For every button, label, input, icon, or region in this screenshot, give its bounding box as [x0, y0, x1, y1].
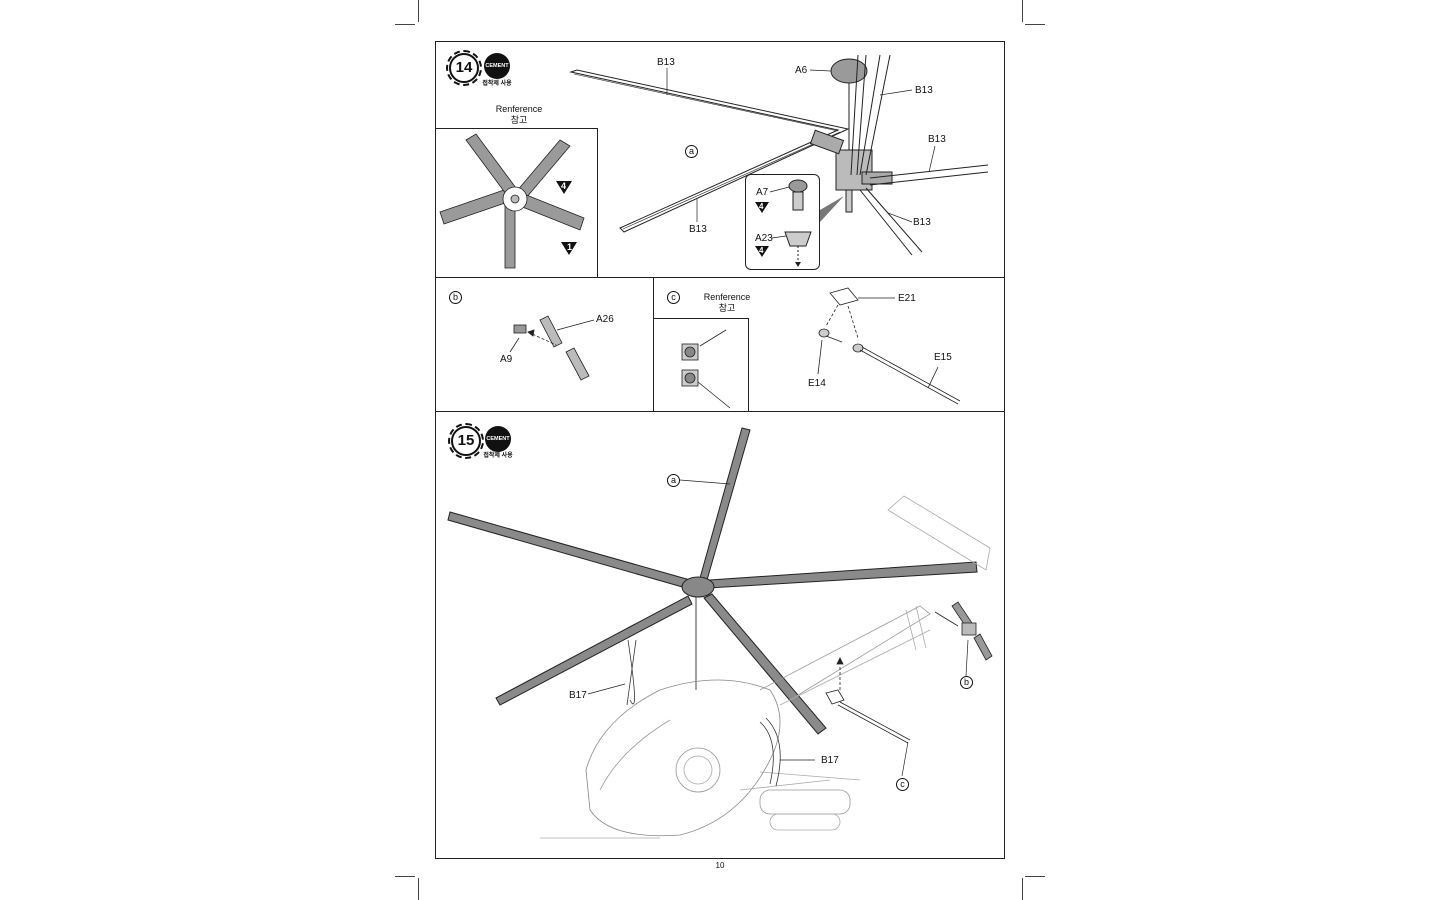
subassembly-marker-b: b — [960, 676, 973, 689]
part-label-a26: A26 — [596, 314, 614, 325]
part-label-b13: B13 — [928, 134, 946, 145]
reference-pedal-diagram — [681, 329, 731, 409]
cement-icon: CEMENT — [484, 53, 510, 79]
reference-box-rotor — [435, 128, 598, 277]
reference-label: Renference — [703, 292, 751, 302]
crop-mark — [418, 0, 419, 22]
crop-mark — [1025, 24, 1045, 25]
tail-rotor-installed — [934, 601, 993, 661]
reference-label: Renference — [495, 104, 543, 114]
tail-rotor-drawing — [509, 315, 595, 381]
part-label-e21: E21 — [898, 293, 916, 304]
part-label-b13: B13 — [913, 217, 931, 228]
callout-step-num: 4 — [759, 246, 764, 255]
subassembly-marker-b: b — [449, 291, 462, 304]
page-number: 10 — [715, 861, 725, 870]
step-number-14: 14 — [446, 50, 482, 86]
divider-step15 — [435, 411, 1005, 412]
part-label-a6: A6 — [795, 65, 808, 76]
reference-rotor-hub-diagram — [439, 133, 585, 269]
hub-cap-a6 — [830, 58, 868, 84]
ref-step-num: 4 — [561, 181, 567, 191]
pedal-installed — [825, 657, 911, 744]
rotor-blade — [699, 427, 751, 581]
cement-caption: 접착제 사용 — [482, 81, 512, 87]
pedal-parts-drawing — [817, 287, 961, 405]
subassembly-marker-a: a — [667, 474, 680, 487]
part-label-e14: E14 — [808, 378, 826, 389]
crop-mark — [1025, 876, 1045, 877]
rotor-blade — [495, 595, 693, 706]
rotor-blade — [447, 511, 691, 589]
subassembly-marker-a: a — [685, 145, 698, 158]
reference-label-ko: 참고 — [510, 115, 528, 125]
part-label-b13: B13 — [657, 57, 675, 68]
reference-box-pedals — [653, 318, 749, 411]
instruction-page-frame — [435, 41, 1005, 859]
marker-triangle — [755, 246, 769, 257]
crop-mark — [1022, 878, 1023, 900]
subassembly-marker-c: c — [667, 291, 680, 304]
reference-label-ko: 참고 — [718, 303, 736, 313]
divider-step14 — [435, 277, 1005, 278]
part-label-b13: B13 — [915, 85, 933, 96]
step-number-15: 15 — [448, 423, 484, 459]
part-label-b13: B13 — [689, 224, 707, 235]
rotor-hub-cap — [681, 576, 715, 598]
helicopter-drawing — [447, 427, 978, 735]
part-label-e15: E15 — [934, 352, 952, 363]
callout-step-num: 4 — [759, 202, 764, 211]
rotor-blade — [703, 593, 827, 735]
part-label-a23: A23 — [755, 233, 773, 244]
part-label-a7: A7 — [756, 187, 769, 198]
crop-mark — [395, 24, 415, 25]
callout-box-rotor-hub — [745, 174, 820, 270]
rotor-blade — [707, 561, 978, 589]
helicopter-body-drawing — [540, 495, 991, 839]
ref-step-num: 1 — [567, 242, 573, 252]
cement-caption: 접착제 사용 — [483, 453, 513, 459]
part-label-a9: A9 — [500, 354, 513, 365]
crop-mark — [418, 878, 419, 900]
part-label-b17: B17 — [569, 690, 587, 701]
crop-mark — [1022, 0, 1023, 22]
marker-triangle — [755, 202, 769, 213]
subassembly-marker-c: c — [896, 778, 909, 791]
divider-b-c — [653, 277, 654, 411]
rotor-blade-long — [569, 69, 850, 233]
crop-mark — [395, 876, 415, 877]
cement-icon: CEMENT — [485, 426, 511, 452]
part-label-b17: B17 — [821, 755, 839, 766]
